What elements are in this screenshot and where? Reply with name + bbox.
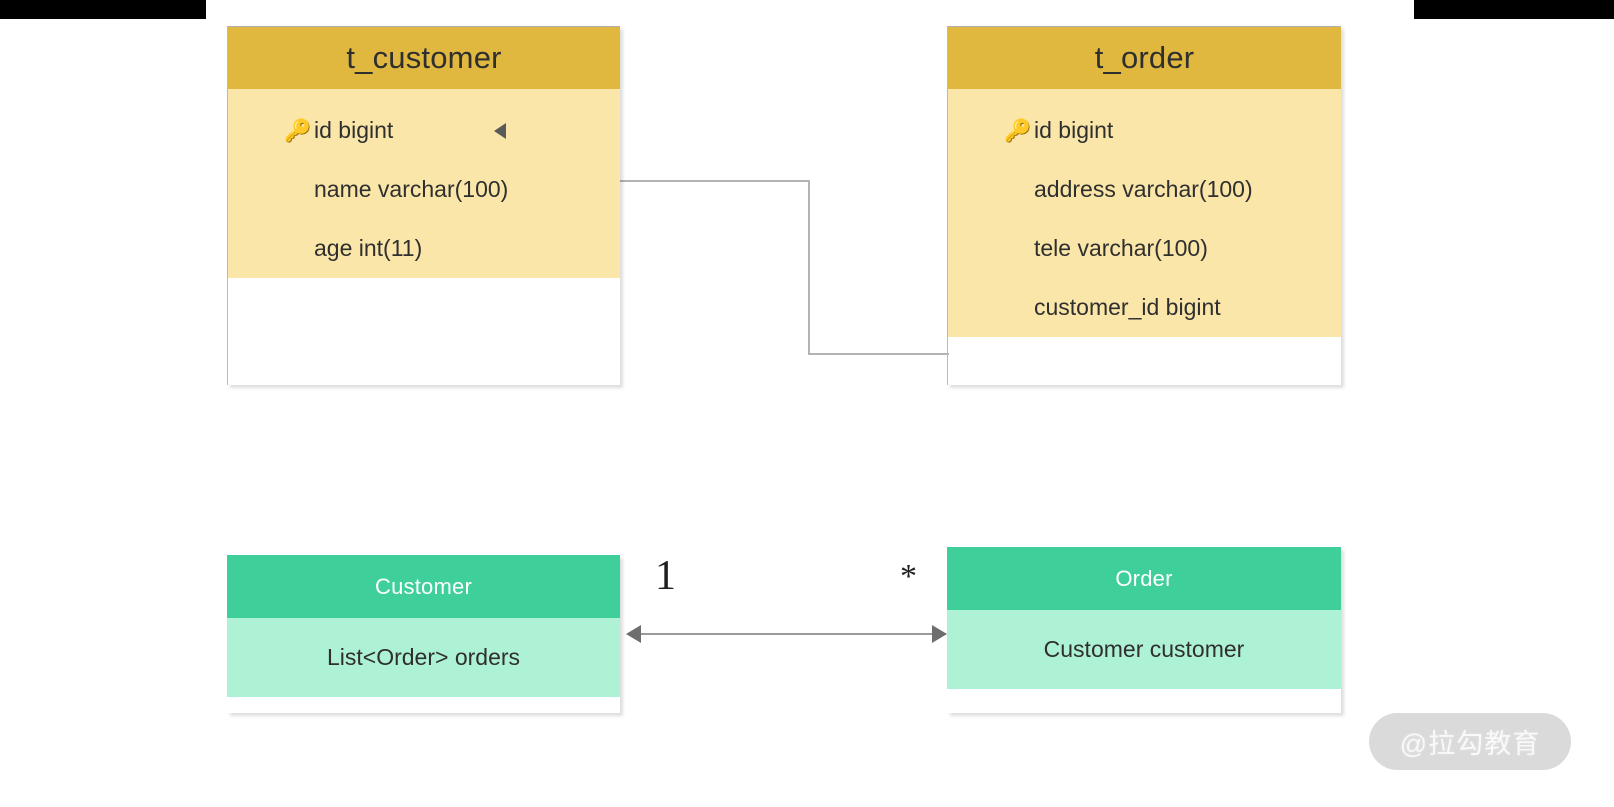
uml-class-member: List<Order> orders [227, 618, 620, 697]
er-table-fields: 🔑 id bigint address varchar(100) tele va… [948, 89, 1341, 337]
primary-key-icon: 🔑 [284, 117, 312, 143]
er-table-fields: 🔑 id bigint name varchar(100) age int(11… [228, 89, 620, 278]
uml-class-title: Customer [227, 555, 620, 618]
er-table-t-order[interactable]: t_order 🔑 id bigint address varchar(100)… [947, 26, 1341, 385]
primary-key-icon: 🔑 [1004, 117, 1032, 143]
er-connector-segment-vertical [808, 180, 810, 355]
er-field-row[interactable]: name varchar(100) [228, 160, 620, 219]
uml-class-title: Order [947, 547, 1341, 610]
er-field-row[interactable]: address varchar(100) [948, 160, 1341, 219]
er-connector-segment-horizontal-top [620, 180, 810, 182]
watermark-badge: @拉勾教育 [1369, 713, 1571, 770]
arrow-head-left-icon [626, 625, 641, 643]
er-field-label: address varchar(100) [1034, 176, 1253, 202]
uml-class-order[interactable]: Order Customer customer [947, 547, 1341, 713]
er-field-row[interactable]: age int(11) [228, 219, 620, 278]
er-field-label: id bigint [314, 117, 394, 143]
er-field-row[interactable]: 🔑 id bigint [228, 101, 620, 160]
arrow-head-right-icon [932, 625, 947, 643]
er-field-row[interactable]: customer_id bigint [948, 278, 1341, 337]
er-field-label: age int(11) [314, 235, 423, 261]
er-table-t-customer[interactable]: t_customer 🔑 id bigint name varchar(100)… [227, 26, 620, 385]
er-connector-segment-horizontal-bottom [808, 353, 949, 355]
er-field-label: tele varchar(100) [1034, 235, 1208, 261]
er-field-row[interactable]: tele varchar(100) [948, 219, 1341, 278]
letterbox-bar-left [0, 0, 206, 19]
er-table-title: t_customer [228, 26, 620, 89]
triangle-left-icon [494, 122, 506, 139]
uml-class-member: Customer customer [947, 610, 1341, 689]
er-field-label: id bigint [1034, 117, 1114, 143]
uml-class-customer[interactable]: Customer List<Order> orders [227, 555, 620, 713]
multiplicity-label-right: * [900, 558, 917, 595]
letterbox-bar-right [1414, 0, 1614, 19]
er-field-label: name varchar(100) [314, 176, 509, 202]
er-field-row[interactable]: 🔑 id bigint [948, 101, 1341, 160]
er-field-label: customer_id bigint [1034, 294, 1221, 320]
er-table-title: t_order [948, 26, 1341, 89]
association-line [628, 633, 946, 635]
multiplicity-label-left: 1 [655, 553, 676, 599]
